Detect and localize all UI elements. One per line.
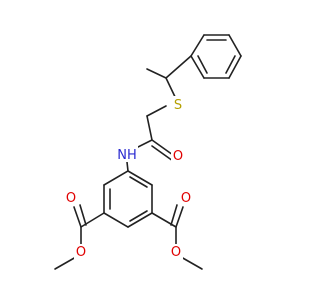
sulfur-to-ch2-bond — [146, 105, 167, 117]
amide-nitrogen-atom: NH — [116, 146, 138, 163]
right-ester-ether-oxygen-atom: O — [169, 244, 183, 260]
left-ester-carbonyl-oxygen-atom: O — [64, 189, 78, 206]
ring-bond-4 — [103, 212, 129, 228]
ch-to-phenyl-bond — [165, 55, 192, 79]
ring-bond-6 — [103, 170, 129, 186]
right-ester-co-bond-b — [170, 204, 178, 226]
left-ester-ether-oxygen-atom: O — [74, 244, 88, 260]
ring-inner-bond-2 — [129, 210, 148, 222]
left-ester-ether-oxygen-label: O — [76, 245, 86, 260]
right-ester-carbonyl-oxygen-atom: O — [179, 189, 193, 206]
left-ester-o-methyl-bond — [54, 256, 77, 270]
left-ester-ring-bond — [80, 212, 105, 228]
ring-inner-bond-1 — [129, 176, 148, 188]
ring-bond-3 — [127, 212, 153, 228]
atom-label-layer: S NH O O O O O — [64, 96, 193, 260]
right-ester-co-bond-a — [175, 206, 184, 228]
sulfur-label: S — [174, 98, 182, 113]
left-ester-co-bond-b — [79, 204, 87, 226]
amide-co-bond-a — [151, 139, 174, 156]
ring-bond-1 — [127, 170, 153, 186]
left-ester-co-bond-a — [73, 206, 82, 228]
amide-co-bond-b — [151, 145, 174, 162]
amide-oxygen-label: O — [173, 149, 183, 164]
sulfur-atom: S — [171, 96, 185, 113]
left-ester-carbonyl-oxygen-label: O — [66, 191, 76, 206]
phenyl-inner-bond-2 — [225, 55, 236, 74]
methyl-bond — [146, 68, 167, 79]
amide-nitrogen-label: NH — [117, 148, 137, 163]
molecule-structure-diagram: S NH O O O O O — [54, 34, 242, 270]
bond-layer — [54, 34, 242, 270]
phenyl-bond-6 — [190, 55, 205, 79]
phenyl-inner-bond-3 — [197, 55, 208, 74]
ch2-to-carbonyl-bond — [146, 115, 153, 141]
right-ester-o-methyl-bond — [180, 256, 203, 270]
phenyl-bond-3 — [228, 34, 242, 57]
amide-oxygen-atom: O — [171, 148, 185, 164]
phenyl-bond-4 — [228, 55, 242, 79]
right-ester-ring-bond — [151, 212, 177, 228]
right-ester-carbonyl-oxygen-label: O — [181, 191, 191, 206]
phenyl-bond-1 — [190, 34, 205, 57]
right-ester-ether-oxygen-label: O — [171, 245, 181, 260]
